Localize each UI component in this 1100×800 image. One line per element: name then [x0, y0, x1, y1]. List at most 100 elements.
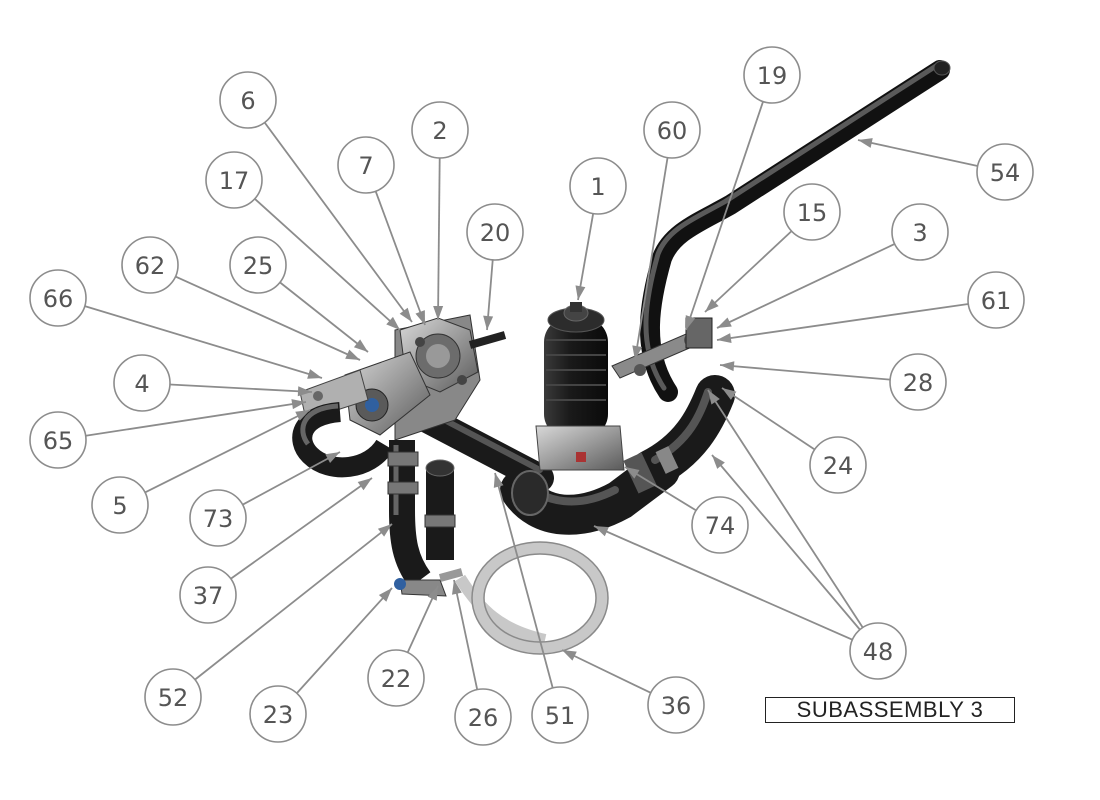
balloon-25: 25 [229, 236, 287, 294]
balloon-number: 51 [545, 702, 576, 730]
balloon-number: 17 [219, 167, 250, 195]
leader-arrowhead [594, 526, 609, 537]
leader-arrowhead [415, 310, 425, 325]
balloon-circle [205, 151, 263, 209]
balloon-19: 19 [743, 46, 801, 104]
leader-line [704, 230, 793, 313]
leader-line [230, 477, 373, 580]
leader-arrowhead [452, 580, 462, 595]
leader-line [634, 157, 669, 361]
balloon-circle [189, 489, 247, 547]
balloon-circle [229, 236, 287, 294]
balloon-number: 5 [112, 492, 127, 520]
leader-line [169, 383, 313, 393]
balloon-circle [643, 101, 701, 159]
balloon-15: 15 [783, 183, 841, 241]
leader-line [716, 303, 969, 341]
leader-line [494, 472, 554, 689]
leader-line [254, 198, 401, 331]
balloon-circle [29, 269, 87, 327]
leader-line [577, 213, 595, 301]
balloon-circle [367, 649, 425, 707]
balloon-circle [113, 354, 171, 412]
balloon-circle [743, 46, 801, 104]
leader-arrowhead [345, 349, 360, 360]
balloon-number: 22 [381, 665, 412, 693]
balloon-circle [691, 496, 749, 554]
balloon-circle [466, 203, 524, 261]
balloon-61: 61 [967, 271, 1025, 329]
balloon-48: 48 [849, 622, 907, 680]
leader-arrowhead [378, 588, 392, 602]
leader-arrowhead [297, 386, 312, 397]
balloon-circle [783, 183, 841, 241]
leader-line [374, 190, 426, 326]
balloon-51: 51 [531, 686, 589, 744]
balloon-number: 74 [705, 512, 736, 540]
leader-arrowhead [386, 316, 400, 330]
leader-arrowhead [575, 285, 586, 300]
balloon-number: 62 [135, 252, 166, 280]
leader-arrowhead [325, 452, 340, 464]
balloon-circle [29, 411, 87, 469]
balloon-number: 3 [912, 219, 927, 247]
balloon-circle [891, 203, 949, 261]
leader-arrowhead [722, 388, 737, 400]
balloon-number: 7 [358, 152, 373, 180]
balloon-circle [849, 622, 907, 680]
balloon-number: 60 [657, 117, 688, 145]
balloon-circle [976, 143, 1034, 201]
leader-lines [84, 101, 978, 694]
balloon-17: 17 [205, 151, 263, 209]
balloon-number: 73 [203, 505, 234, 533]
balloon-number: 1 [590, 173, 605, 201]
balloon-circle [91, 476, 149, 534]
leader-arrowhead [493, 473, 504, 488]
balloon-circle [219, 71, 277, 129]
balloon-37: 37 [179, 566, 237, 624]
balloon-65: 65 [29, 411, 87, 469]
balloon-6: 6 [219, 71, 277, 129]
leader-line [593, 525, 853, 641]
subassembly-title: SUBASSEMBLY 3 [765, 697, 1015, 723]
leader-line [437, 157, 441, 321]
leader-arrowhead [399, 307, 412, 322]
leader-arrowhead [632, 345, 643, 360]
balloon-circle [889, 353, 947, 411]
leader-arrowhead [483, 315, 494, 330]
balloon-circle [967, 271, 1025, 329]
leader-arrowhead [295, 410, 310, 421]
leader-arrowhead [353, 339, 368, 352]
leader-line [721, 387, 816, 451]
balloon-73: 73 [189, 489, 247, 547]
hose-coil-36 [454, 542, 608, 654]
balloon-1: 1 [569, 157, 627, 215]
balloon-54: 54 [976, 143, 1034, 201]
balloon-number: 54 [990, 159, 1021, 187]
balloon-circle [121, 236, 179, 294]
balloon-62: 62 [121, 236, 179, 294]
balloon-number: 66 [43, 285, 74, 313]
balloon-number: 61 [981, 287, 1012, 315]
leader-arrowhead [705, 298, 719, 312]
leader-line [719, 364, 891, 381]
leader-arrowhead [717, 317, 732, 328]
balloon-52: 52 [144, 668, 202, 726]
balloon-circle [249, 685, 307, 743]
leader-arrowhead [433, 305, 444, 320]
balloon-circle [809, 436, 867, 494]
leader-arrowhead [717, 333, 732, 343]
leader-arrowhead [625, 467, 640, 479]
leader-line [84, 305, 323, 379]
leader-line [707, 389, 864, 629]
assembly-illustration [292, 60, 951, 655]
balloon-number: 25 [243, 252, 274, 280]
leader-arrowhead [685, 315, 696, 330]
leader-arrowhead [720, 361, 735, 372]
balloon-5: 5 [91, 476, 149, 534]
pipe-52 [389, 440, 431, 588]
balloon-number: 15 [797, 199, 828, 227]
balloon-3: 3 [891, 203, 949, 261]
